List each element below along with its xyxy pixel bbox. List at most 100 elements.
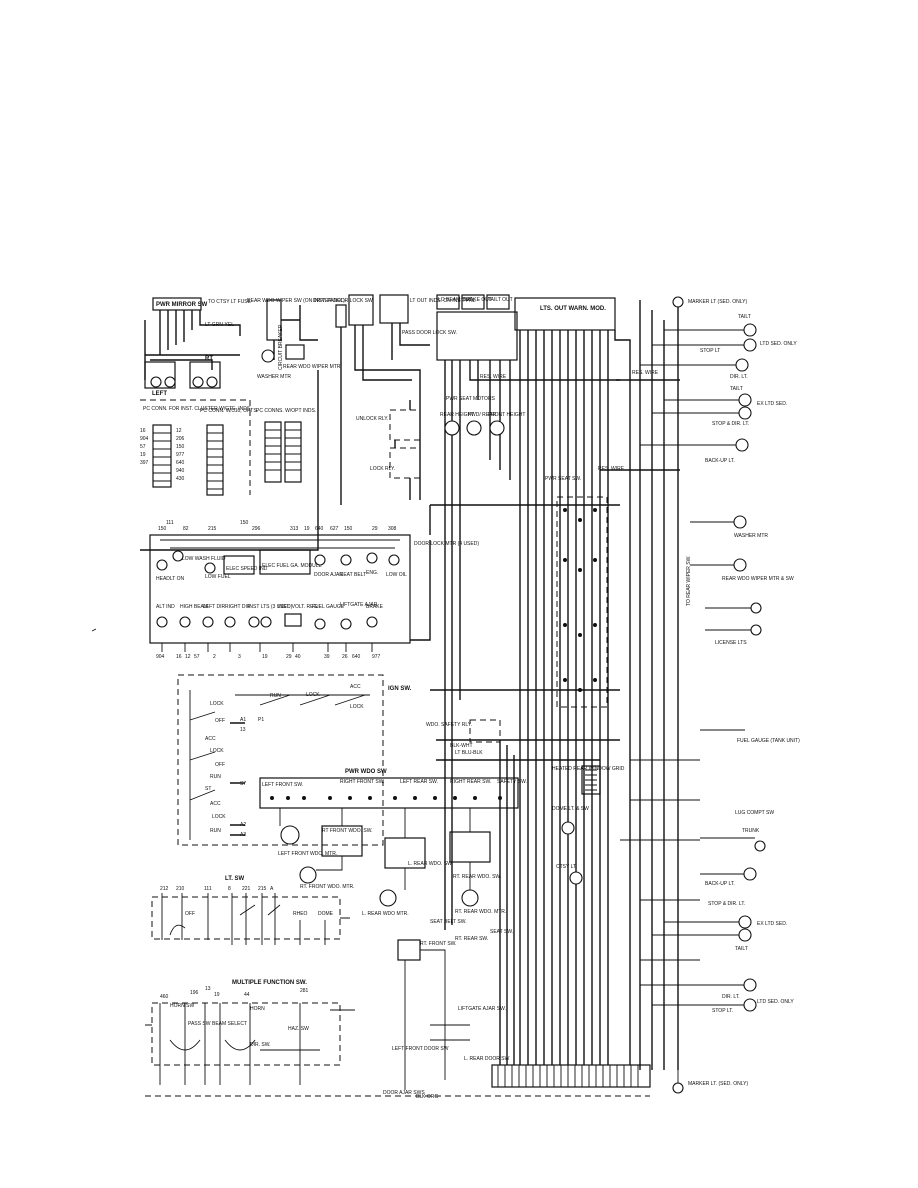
rt-rear-wdo-sw-label: RT. REAR WDO. SW. <box>453 874 501 880</box>
pwr-seat-section: PWR SEAT MOTORS REAR HEIGHT FWD/ REAR FR… <box>440 396 608 708</box>
left-rear-sw-label: LEFT REAR SW. <box>400 779 438 785</box>
tailt-label-2: TAILT <box>730 386 743 392</box>
cluster-top-num-8: 19 <box>304 526 310 532</box>
cluster-bot-num-4: 57 <box>194 654 200 660</box>
pass-sw-label: PASS SW <box>188 1021 211 1027</box>
cluster-top-num-3: 82 <box>183 526 189 532</box>
beam-out-label: LO BEAM OUT <box>438 297 472 303</box>
marker-lt-sed-2-label: MARKER LT. (SED. ONLY) <box>688 1081 748 1087</box>
eng-label: ENG. <box>366 570 378 576</box>
power-window-section: WDO. SAFETY RLY. BLK-WHT LT BLU-BLK PWR … <box>259 719 527 917</box>
mf-top-num-4: 19 <box>214 992 220 998</box>
inst-volt-reg-label: INST. VOLT. REG. <box>278 604 319 610</box>
inst-lts-label: INST LTS (3 USED) <box>248 604 293 610</box>
rt-front-wdo-mtr-label: RT. FRONT WDO. MTR. <box>300 884 355 890</box>
rear-height-label: REAR HEIGHT <box>440 412 474 418</box>
pwr-seat-motors-label: PWR SEAT MOTORS <box>446 396 496 402</box>
dir-lt-label: DIR. LT. <box>730 374 748 380</box>
pc-conn-opts-label: PC CONN. W/310, OPTS. <box>200 408 258 414</box>
lock-relays: UNLOCK RLY. LOCK RLY. <box>356 400 421 500</box>
lock-rly-label: LOCK RLY. <box>370 466 395 472</box>
stop-dir-lt-label: STOP & DIR. LT. <box>712 421 749 427</box>
horn-label: HORN <box>250 1006 265 1012</box>
seat-sw-label: SEAT SW. <box>490 929 513 935</box>
ctsy-lt-fuse-label: TO CTSY LT FUSE <box>208 299 252 305</box>
ign-term-a3: A3 <box>240 832 246 838</box>
lt-sw-off-label: OFF <box>185 911 195 917</box>
left-mirror-label: LEFT <box>152 391 167 397</box>
low-wash-fluid-label: LOW WASH FLUID <box>182 556 226 562</box>
trunk-label: TRUNK <box>742 828 760 834</box>
door-lock-mtr-label: DOOR LOCK MTR (4 USED) <box>414 541 479 547</box>
seat-belt-sw-label: SEAT BELT SW. <box>430 919 467 925</box>
fwd-rear-label: FWD/ REAR <box>468 412 496 418</box>
rt-rear-wdo-mtr-label: RT. REAR WDO. MTR. <box>455 909 506 915</box>
door-lock-switch-section: DRIVER DOOR LOCK SW LT OUT INDS. ON INST… <box>140 294 476 551</box>
unlock-rly-label: UNLOCK RLY. <box>356 416 388 422</box>
cluster-bot-num-12: 640 <box>352 654 361 660</box>
headlt-on-label: HEADLT ON <box>156 576 185 582</box>
lt-sw-label: LT. SW <box>225 876 245 882</box>
cluster-top-num-12: 29 <box>372 526 378 532</box>
ex-ltd-sed-2-label: EX LTD SED. <box>757 921 787 927</box>
ign-lock-label-5: LOCK <box>350 704 364 710</box>
pc-conn-inst-cluster-label: PC CONN. FOR INST. CLUSTER W/GTE. INDS. <box>143 406 252 412</box>
washer-mtr-right-label: WASHER MTR <box>734 533 768 539</box>
ign-off-label-1: OFF <box>215 718 225 724</box>
cluster-top-num-7: 313 <box>290 526 299 532</box>
cluster-bot-num-10: 39 <box>324 654 330 660</box>
pc-left-num-3: 57 <box>140 444 146 450</box>
right-rear-lamps-top: MARKER LT (SED. ONLY) TAILT STOP LT LTD … <box>639 296 797 1070</box>
cluster-bot-num-1: 904 <box>156 654 165 660</box>
l-rear-door-sw-label: L. REAR DOOR SW <box>464 1056 510 1062</box>
cluster-bot-num-7: 19 <box>262 654 268 660</box>
res-wire-label-2: RES. WIRE <box>632 370 659 376</box>
lt-sw-top-num-4: 8 <box>228 886 231 892</box>
marker-lt-sed-label: MARKER LT (SED. ONLY) <box>688 299 748 305</box>
res-wire-label-1: RES. WIRE <box>480 374 507 380</box>
cluster-top-num-6: 296 <box>252 526 261 532</box>
alt-ind-label: ALT IND <box>156 604 175 610</box>
ign-off-label-2: OFF <box>215 762 225 768</box>
back-up-lt-2-label: BACK-UP LT. <box>705 881 735 887</box>
pc-right-num-6: 940 <box>176 468 185 474</box>
pwr-wdo-contacts <box>270 796 502 800</box>
seat-belt-door-section: SEAT BELT SW. SEAT SW. RT. FRONT SW. RT.… <box>383 919 513 1100</box>
front-height-label: FRONT HEIGHT <box>488 412 525 418</box>
tailt-label: TAILT <box>738 314 751 320</box>
left-front-sw-label: LEFT FRONT SW. <box>262 782 303 788</box>
l-rear-wdo-mtr-label: L. REAR WDO MTR. <box>362 911 409 917</box>
seat-switch-contacts <box>563 508 597 692</box>
multiple-function-sw-label: MULTIPLE FUNCTION SW. <box>232 980 307 986</box>
cluster-bot-num-13: 977 <box>372 654 381 660</box>
ltd-sed-only-2-label: LTD SED. ONLY <box>757 999 794 1005</box>
rear-wdo-wiper-mtr-sw-label: REAR WDO WIPER MTR & SW <box>722 576 794 582</box>
light-switch: LT. SW 212 210 111 8 221 215 A OFF RHEO … <box>151 876 350 945</box>
horn-sw-label: HORN SW <box>170 1003 194 1009</box>
pc-connectors: PC CONN. FOR INST. CLUSTER W/GTE. INDS. … <box>140 399 316 496</box>
ign-lock-label-1: LOCK <box>210 701 224 707</box>
pc-conns-opt-inds-label: PC CONNS. W/OPT INDS. <box>256 408 316 414</box>
pc-right-num-2: 206 <box>176 436 185 442</box>
pwr-mirror-section: PWR MIRROR SW TO CTSY LT FUSE LT GRN-YEL… <box>144 297 252 397</box>
back-up-lt-label: BACK-UP LT. <box>705 458 735 464</box>
rt-front-wdo-sw-label: RT FRONT WDO. SW. <box>322 828 373 834</box>
cluster-top-num-5: 150 <box>240 520 249 526</box>
lt-sw-rheo-label: RHEO <box>293 911 308 917</box>
door-ajar-sws-label: DOOR AJAR SWS <box>383 1090 425 1096</box>
brake-label: BRAKE <box>366 604 384 610</box>
lt-sw-top-num-6: 215 <box>258 886 267 892</box>
lt-sw-dome-label: DOME <box>318 911 334 917</box>
right-bus-wires <box>620 759 700 961</box>
ign-run-label-2: RUN <box>210 828 221 834</box>
rear-wiper-section: REAR WDO WIPER SW (ON INST. PANEL) WASHE… <box>247 298 345 380</box>
ign-run-label-1: RUN <box>210 774 221 780</box>
ign-acc-label-3: ACC <box>350 684 361 690</box>
ign-term-a1: A1 <box>240 717 246 723</box>
cluster-bot-num-6: 3 <box>238 654 241 660</box>
low-oil-label: LOW OIL <box>386 572 407 578</box>
blk-org-label: BLK ORG <box>416 1094 438 1100</box>
brake-out-label: BRAKE OUT <box>463 297 492 303</box>
right-dir-label: RIGHT DIR <box>225 604 251 610</box>
pc-right-num-1: 12 <box>176 428 182 434</box>
